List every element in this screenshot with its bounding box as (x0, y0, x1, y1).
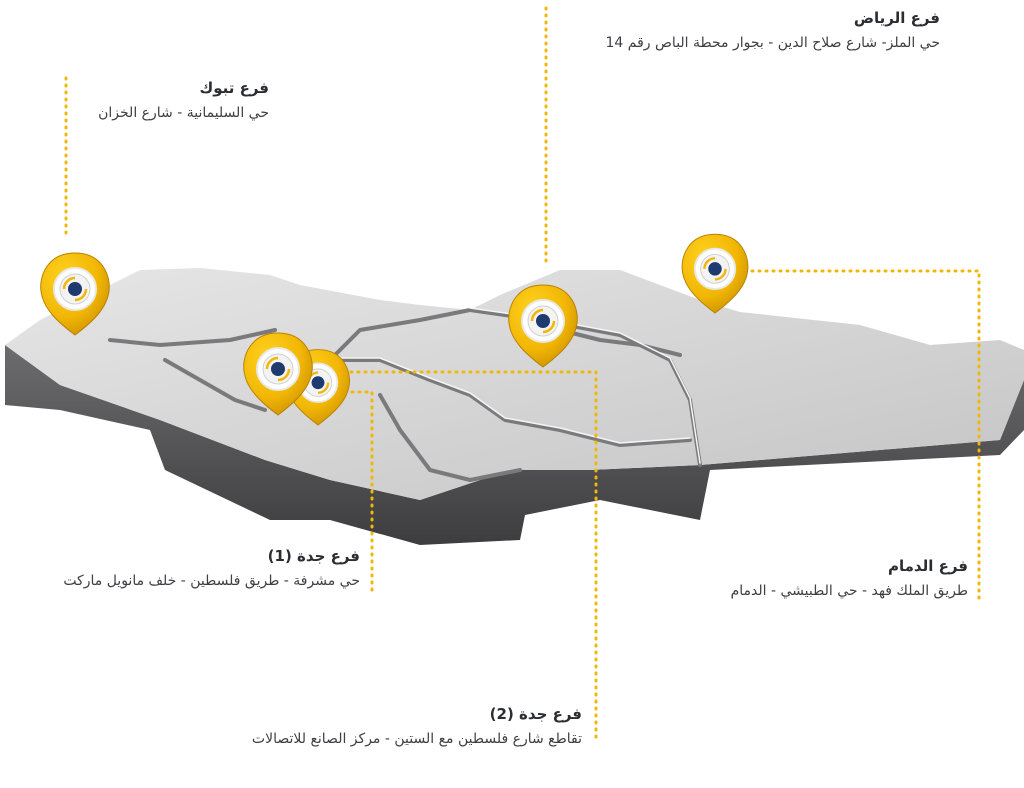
branch-address: حي مشرفة - طريق فلسطين - خلف مانويل مارك… (63, 573, 360, 589)
branch-address: طريق الملك فهد - حي الطبيشي - الدمام (730, 583, 968, 599)
map-side-face (5, 345, 1024, 545)
branch-tabuk: فرع تبوك حي السليمانية - شارع الخزان (98, 78, 269, 124)
branch-dammam: فرع الدمام طريق الملك فهد - حي الطبيشي -… (731, 556, 968, 602)
branch-title: فرع الدمام (888, 557, 968, 575)
branch-riyadh: فرع الرياض حي الملز- شارع صلاح الدين - ب… (606, 8, 941, 54)
branch-address: حي السليمانية - شارع الخزان (98, 105, 269, 121)
branch-title: فرع جدة (2) (489, 705, 582, 723)
branch-title: فرع الرياض (853, 9, 940, 27)
branch-address: تقاطع شارع فلسطين مع الستين - مركز الصان… (251, 731, 582, 747)
map-top-face (5, 268, 1024, 500)
branch-title: فرع تبوك (199, 79, 269, 97)
branch-address: حي الملز- شارع صلاح الدين - بجوار محطة ا… (605, 35, 941, 51)
connector-jeddah2 (328, 370, 598, 744)
branch-jeddah-1: فرع جدة (1) حي مشرفة - طريق فلسطين - خلف… (63, 546, 360, 592)
connector-dammam (743, 269, 981, 600)
branch-title: فرع جدة (1) (267, 547, 360, 565)
branch-jeddah-2: فرع جدة (2) تقاطع شارع فلسطين مع الستين … (252, 704, 582, 750)
